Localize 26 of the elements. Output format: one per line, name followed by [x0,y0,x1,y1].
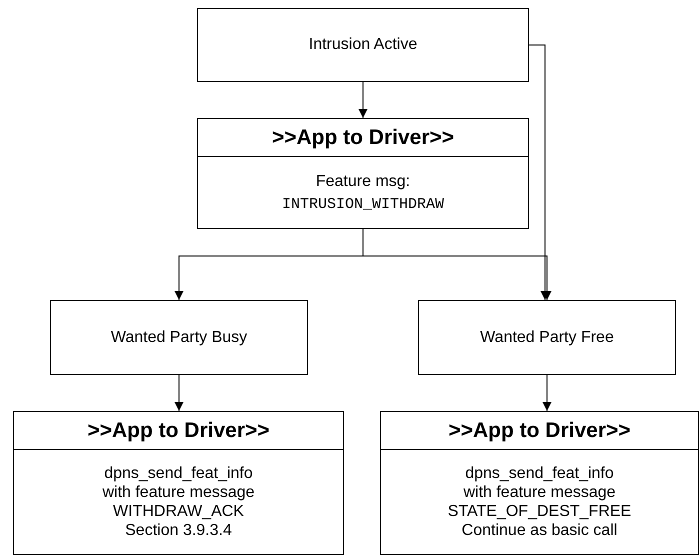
box-text: STATE_OF_DEST_FREE [448,502,632,521]
box-text: with feature message [102,483,255,502]
box-text: WITHDRAW_ACK [113,502,244,521]
box-label: Intrusion Active [308,36,418,54]
process-box [418,300,676,375]
box-heading: >>App to Driver>> [14,412,343,450]
arrow [358,82,368,118]
box-text: Section 3.9.3.4 [125,521,232,540]
box-text: Continue as basic call [462,521,618,540]
process-box [50,300,308,375]
box-label: Wanted Party Busy [110,328,248,346]
box-text: with feature message [463,483,616,502]
box-text: dpns_send_feat_info [465,464,614,483]
box-text: Feature msg: [316,172,410,190]
box-text: dpns_send_feat_info [104,464,253,483]
arrow [542,374,552,412]
arrow [174,374,184,412]
message-box [197,118,529,229]
arrow [362,228,552,300]
box-label: Wanted Party Free [480,328,614,346]
message-box [13,411,344,555]
process-box [197,8,529,82]
box-heading: >>App to Driver>> [198,119,528,157]
message-box [380,411,699,555]
box-heading: >>App to Driver>> [381,412,698,450]
box-text: INTRUSION_WITHDRAW [282,194,444,214]
